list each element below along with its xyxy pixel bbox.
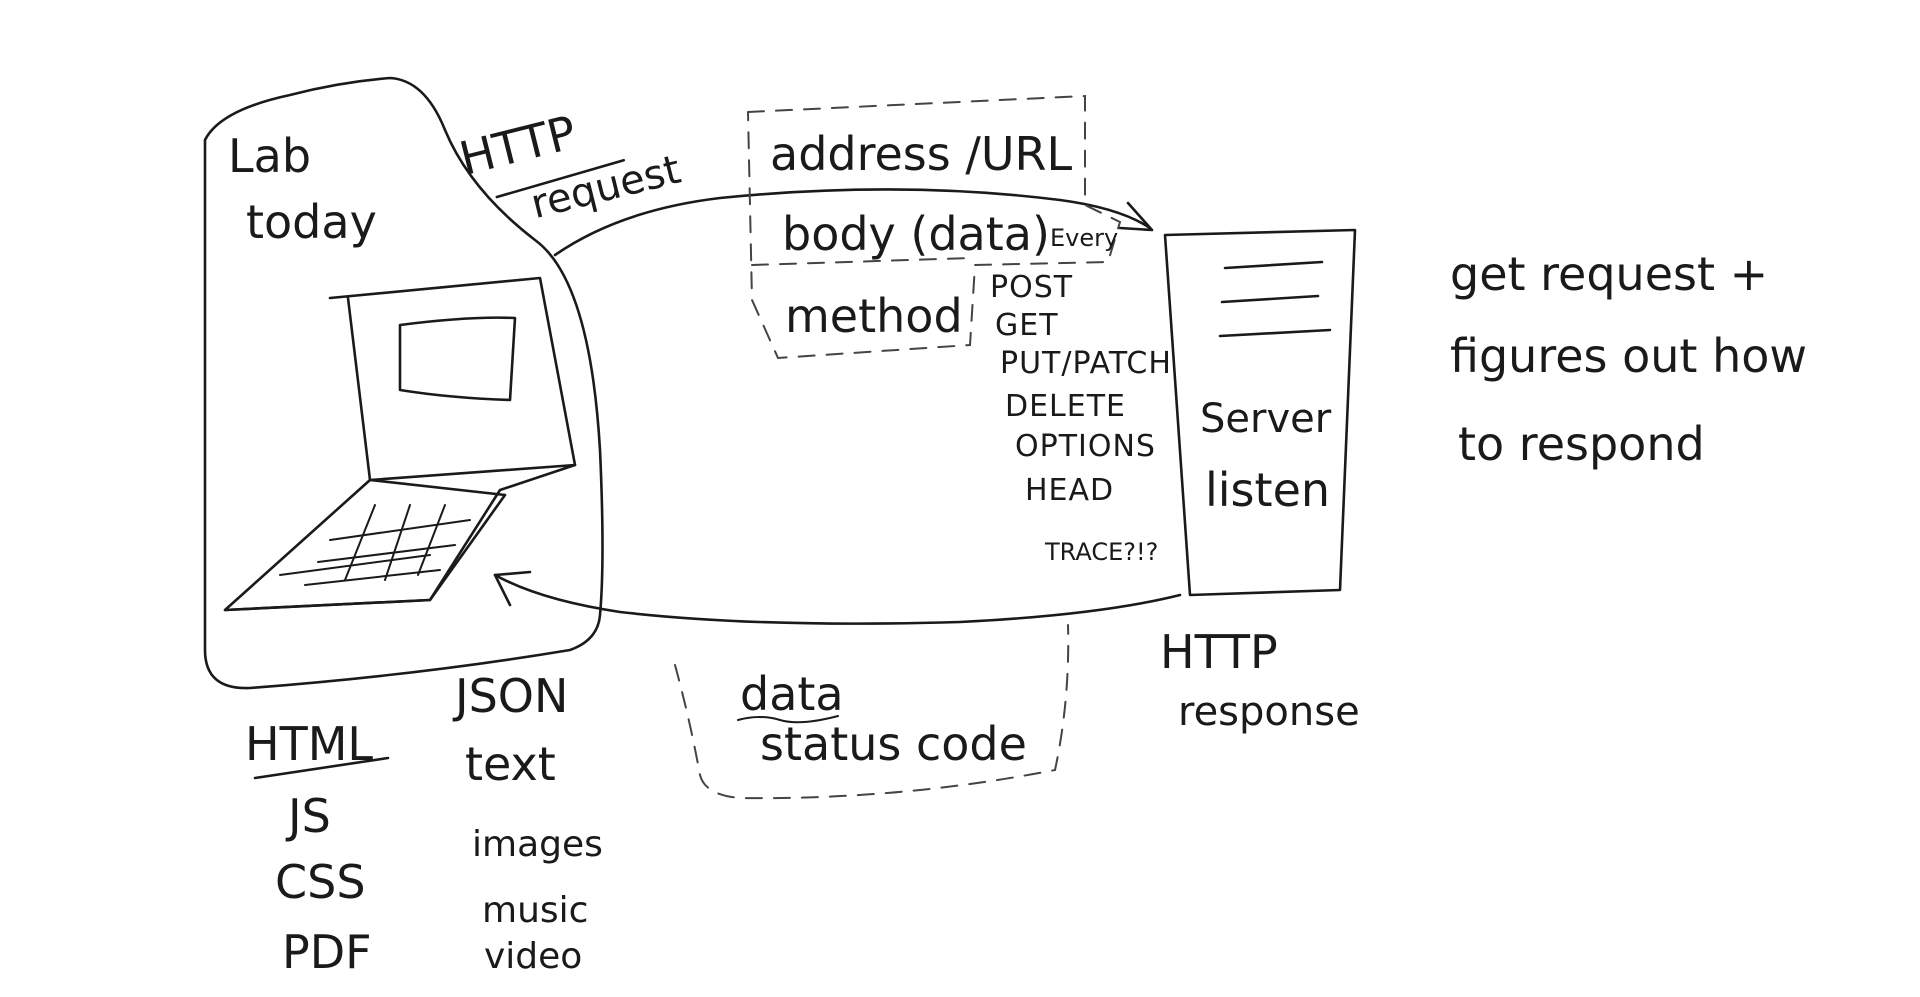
method-get: GET (995, 308, 1059, 343)
file-type-js: JS (285, 789, 331, 843)
file-types-column-1: HTML JS CSS PDF (245, 717, 390, 979)
request-body-note: Every (1050, 224, 1118, 252)
request-method: method (785, 289, 963, 343)
laptop-icon (223, 276, 577, 612)
response-arrowhead (493, 570, 532, 607)
method-options: OPTIONS (1015, 429, 1156, 464)
request-body: body (data) (782, 207, 1050, 261)
response-arrow (493, 573, 1182, 625)
file-types-column-2: JSON text images music video (452, 669, 603, 977)
file-type-heading-html: HTML (245, 717, 373, 771)
response-label-response: response (1178, 689, 1360, 735)
file-type-music: music (482, 890, 588, 931)
file-type-video: video (484, 936, 582, 977)
server-label: Server (1200, 396, 1332, 442)
method-post: POST (990, 270, 1073, 305)
request-address-url: address /URL (770, 127, 1072, 181)
file-type-css: CSS (275, 855, 366, 909)
server-listen-label: listen (1205, 463, 1330, 517)
response-data: data (740, 667, 844, 721)
server-note-line1: get request + (1450, 247, 1768, 301)
file-type-pdf: PDF (282, 925, 372, 979)
request-arrow (553, 188, 1152, 257)
server-box (1163, 228, 1357, 597)
client-label-today: today (246, 195, 377, 249)
client-label-lab: Lab (228, 129, 311, 183)
file-type-text: text (465, 737, 556, 791)
file-type-images: images (472, 824, 603, 865)
response-label-http: HTTP (1160, 625, 1278, 679)
response-status-code: status code (760, 717, 1027, 771)
method-delete: DELETE (1005, 389, 1126, 424)
client-outline (203, 76, 604, 690)
server-note-line2: figures out how (1450, 329, 1807, 383)
method-trace: TRACE?!? (1044, 538, 1158, 566)
request-arrowhead (1118, 201, 1154, 232)
method-put-patch: PUT/PATCH (1000, 346, 1172, 381)
method-head: HEAD (1025, 473, 1114, 508)
response-parts-box (674, 624, 1070, 800)
file-type-heading-json: JSON (452, 669, 568, 723)
server-note-line3: to respond (1458, 417, 1705, 471)
http-methods-list: POST GET PUT/PATCH DELETE OPTIONS HEAD T… (990, 270, 1172, 566)
request-parts-box (747, 94, 1122, 360)
